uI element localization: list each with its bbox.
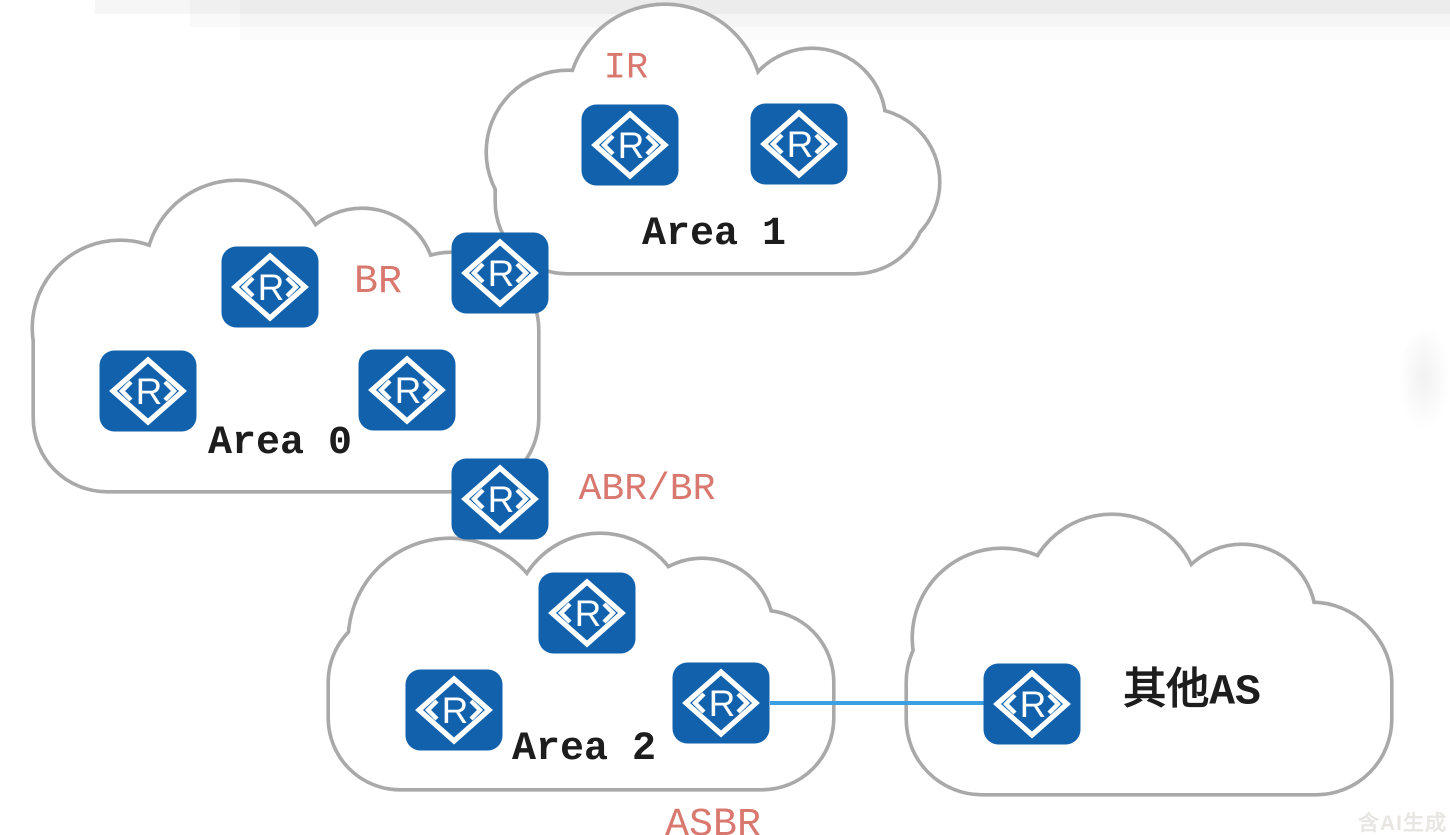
router-other-as <box>984 664 1081 745</box>
label-ir: IR <box>603 47 649 90</box>
router-area1-ir-1 <box>582 105 679 186</box>
router-area0-right <box>359 350 456 431</box>
router-border-area0-area1 <box>452 233 549 314</box>
router-area0-left <box>100 351 197 432</box>
ai-watermark: 含AI生成 <box>1358 812 1447 835</box>
area-label-area1: Area 1 <box>641 212 787 257</box>
area-label-area0: Area 0 <box>207 421 353 466</box>
label-br: BR <box>353 260 403 305</box>
cloud-other-as <box>908 516 1390 793</box>
router-area2-left <box>406 670 503 751</box>
area-label-other-as: 其他AS <box>1123 667 1261 717</box>
label-asbr: ASBR <box>664 803 762 835</box>
router-abr-br <box>452 459 549 540</box>
area-label-area2: Area 2 <box>511 727 657 772</box>
router-area1-ir-2 <box>751 104 848 185</box>
router-area2-asbr <box>673 663 770 744</box>
router-area2-top <box>539 573 636 654</box>
label-abr-br: ABR/BR <box>578 468 716 511</box>
router-area0-br <box>222 247 319 328</box>
